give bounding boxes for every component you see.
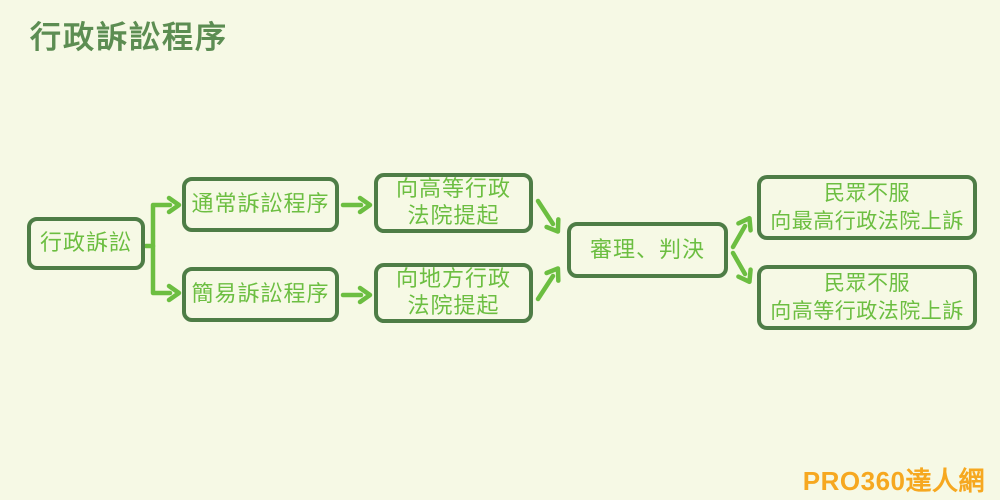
arrow-high-court-to-trial <box>535 198 561 234</box>
node-label: 簡易訴訟程序 <box>191 281 330 307</box>
node-label: 通常訴訟程序 <box>191 191 330 217</box>
node-simple-procedure: 簡易訴訟程序 <box>182 267 339 322</box>
node-appeal-supreme-court: 民眾不服 向最高行政法院上訴 <box>757 175 977 240</box>
node-label-line1: 民眾不服 <box>824 182 910 206</box>
node-trial-judgment: 審理、判決 <box>567 222 728 278</box>
arrow-trial-to-appeal-supreme <box>730 215 753 250</box>
watermark: PRO360達人網 <box>802 466 985 496</box>
arrow-district-court-to-trial <box>535 266 561 302</box>
node-high-court: 向高等行政 法院提起 <box>374 173 533 233</box>
node-label: 審理、判決 <box>589 236 705 262</box>
node-label-line2: 法院提起 <box>407 293 500 318</box>
node-appeal-high-court: 民眾不服 向高等行政法院上訴 <box>757 265 977 330</box>
arrow-start-to-simple <box>150 243 182 303</box>
node-label-line2: 法院提起 <box>407 203 500 228</box>
node-label-line2: 向高等行政法院上訴 <box>770 299 964 323</box>
node-label-line1: 向地方行政 <box>395 266 511 292</box>
node-label: 行政訴訟 <box>39 230 132 256</box>
node-normal-procedure: 通常訴訟程序 <box>182 177 339 232</box>
node-label-line2: 向最高行政法院上訴 <box>770 209 964 233</box>
node-label-line1: 民眾不服 <box>824 272 910 296</box>
page-title: 行政訴訟程序 <box>30 20 228 55</box>
arrow-trial-to-appeal-high <box>730 250 753 285</box>
node-label-line1: 向高等行政 <box>395 176 511 202</box>
node-district-court: 向地方行政 法院提起 <box>374 263 533 323</box>
arrow-start-to-normal <box>143 195 182 249</box>
node-start: 行政訴訟 <box>27 217 145 270</box>
